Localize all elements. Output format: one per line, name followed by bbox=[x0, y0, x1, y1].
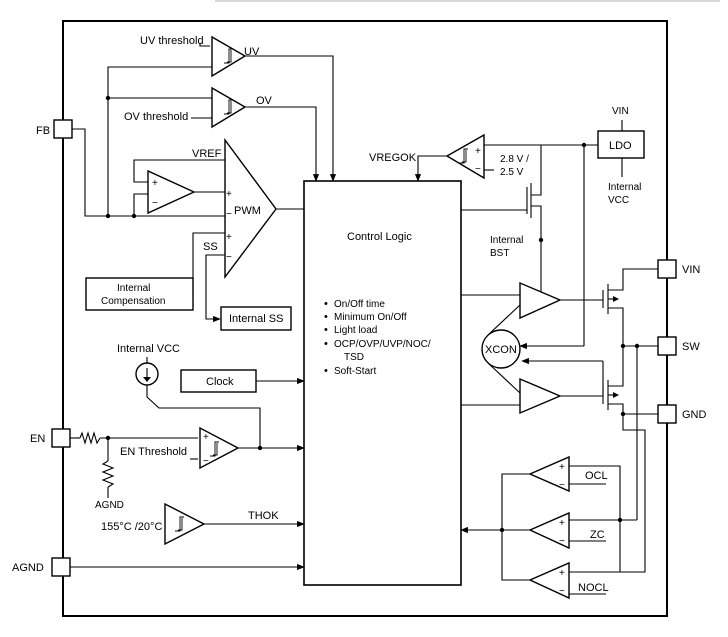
ldo-output-label: Internal bbox=[608, 182, 641, 193]
fb-wiring bbox=[72, 66, 225, 219]
pin-fb-label: FB bbox=[36, 125, 50, 137]
high-side-driver bbox=[461, 281, 603, 320]
xcon-block: XCON bbox=[481, 304, 603, 394]
en-comparator: + − EN Threshold bbox=[120, 426, 305, 470]
pin-en: EN bbox=[30, 428, 71, 448]
plus-sign: + bbox=[226, 232, 232, 243]
ov-comparator: OV threshold OV bbox=[124, 86, 320, 182]
svg-text:•: • bbox=[324, 365, 328, 377]
bst-label: BST bbox=[490, 248, 509, 259]
en-threshold-label: EN Threshold bbox=[120, 446, 187, 458]
internal-vcc-source: Internal VCC bbox=[117, 343, 261, 446]
vref-label: VREF bbox=[192, 148, 222, 160]
agnd-resistor-label: AGND bbox=[95, 500, 124, 511]
ov-label: OV bbox=[256, 95, 273, 107]
vregok-comparator: + − VREGOK 2.8 V / 2.5 V bbox=[369, 133, 598, 182]
nocl-label: NOCL bbox=[578, 582, 609, 594]
chip-boundary bbox=[62, 20, 668, 617]
nocl-comparator: + − NOCL bbox=[501, 520, 621, 600]
ldo-block: VIN LDO Internal VCC bbox=[597, 106, 645, 206]
pin-fb: FB bbox=[36, 119, 73, 139]
minus-sign: − bbox=[559, 586, 565, 597]
pwm-comparator: VREF + − + − PWM SS bbox=[192, 137, 304, 323]
control-logic-block: Control Logic • On/Off time • Minimum On/O… bbox=[303, 180, 462, 586]
vreg-levels-label: 2.8 V / bbox=[500, 154, 529, 165]
svg-text:•: • bbox=[324, 338, 328, 350]
pin-gnd-label: GND bbox=[682, 409, 707, 421]
internal-ss-label: Internal SS bbox=[229, 313, 283, 325]
internal-ss-box: Internal SS bbox=[220, 306, 292, 331]
svg-text:•: • bbox=[324, 324, 328, 336]
plus-sign: + bbox=[559, 568, 565, 579]
thok-label: THOK bbox=[248, 510, 279, 522]
ocl-label: OCL bbox=[585, 470, 608, 482]
minus-sign: − bbox=[559, 480, 565, 491]
minus-sign: − bbox=[203, 456, 209, 467]
internal-compensation-label: Compensation bbox=[101, 296, 165, 307]
high-side-fet bbox=[602, 268, 658, 346]
low-side-fet bbox=[565, 379, 658, 573]
vreg-levels-label: 2.5 V bbox=[500, 167, 524, 178]
feature-list: • On/Off time • Minimum On/Off • Light load… bbox=[324, 298, 431, 377]
uv-label: UV bbox=[244, 46, 260, 58]
ss-label: SS bbox=[203, 241, 218, 253]
svg-text:•: • bbox=[324, 311, 328, 323]
clock-box: Clock bbox=[180, 369, 305, 393]
plus-sign: + bbox=[203, 432, 209, 443]
minus-sign: − bbox=[226, 209, 232, 220]
pin-sw: SW bbox=[657, 336, 700, 356]
bst-label: Internal bbox=[490, 235, 523, 246]
plus-sign: + bbox=[152, 178, 158, 189]
temperature-label: 155°C /20°C bbox=[101, 521, 162, 533]
plus-sign: + bbox=[475, 146, 481, 157]
feature-item: On/Off time bbox=[334, 299, 385, 310]
minus-sign: − bbox=[559, 536, 565, 547]
pin-gnd: GND bbox=[657, 404, 707, 424]
zc-label: ZC bbox=[590, 529, 605, 541]
feature-item: TSD bbox=[344, 352, 364, 363]
ov-threshold-label: OV threshold bbox=[124, 111, 188, 123]
pin-vin: VIN bbox=[657, 259, 700, 279]
feature-item: Light load bbox=[334, 325, 377, 336]
ldo-vin-label: VIN bbox=[612, 106, 629, 117]
low-side-driver bbox=[461, 361, 604, 415]
thermal-comparator: 155°C /20°C THOK bbox=[101, 502, 305, 546]
error-amplifier: + − bbox=[133, 159, 226, 215]
uv-threshold-label: UV threshold bbox=[140, 35, 204, 47]
pin-sw-label: SW bbox=[682, 341, 700, 353]
minus-sign: − bbox=[475, 164, 481, 175]
plus-sign: + bbox=[226, 189, 232, 200]
pin-agnd-label: AGND bbox=[12, 562, 44, 574]
uv-comparator: UV threshold UV bbox=[140, 35, 337, 182]
svg-text:•: • bbox=[324, 298, 328, 310]
plus-sign: + bbox=[559, 518, 565, 529]
ocl-comparator: + − OCL bbox=[501, 455, 621, 530]
feature-item: Soft-Start bbox=[334, 366, 376, 377]
zc-comparator: + − ZC bbox=[460, 511, 637, 550]
minus-sign: − bbox=[152, 198, 158, 209]
plus-sign: + bbox=[559, 462, 565, 473]
internal-vcc-label: Internal VCC bbox=[117, 343, 180, 355]
minus-sign: − bbox=[226, 252, 232, 263]
ldo-output-label: VCC bbox=[608, 195, 629, 206]
internal-compensation-box: Internal Compensation bbox=[85, 277, 194, 311]
feature-item: Minimum On/Off bbox=[334, 312, 407, 323]
clock-label: Clock bbox=[206, 376, 234, 388]
sw-node bbox=[620, 343, 658, 520]
bootstrap-switch: Internal BST bbox=[461, 145, 585, 346]
xcon-label: XCON bbox=[485, 344, 517, 356]
vregok-label: VREGOK bbox=[369, 152, 417, 164]
pin-vin-label: VIN bbox=[682, 264, 700, 276]
en-wiring: AGND bbox=[70, 431, 198, 511]
pwm-label: PWM bbox=[234, 205, 261, 217]
feature-item: OCP/OVP/UVP/NOC/ bbox=[334, 339, 431, 350]
control-logic-title: Control Logic bbox=[347, 231, 412, 243]
internal-compensation-label: Internal bbox=[117, 283, 150, 294]
pin-agnd: AGND bbox=[12, 557, 71, 577]
pin-en-label: EN bbox=[30, 433, 45, 445]
ldo-label: LDO bbox=[609, 140, 632, 152]
